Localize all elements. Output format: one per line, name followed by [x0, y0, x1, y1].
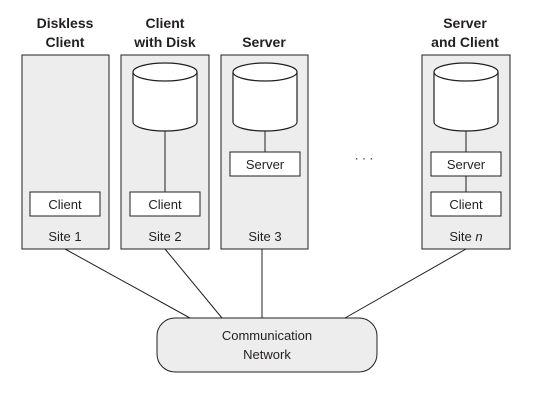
more-sites-ellipsis: · · · — [355, 151, 374, 165]
network-links — [64, 248, 467, 319]
site3-server-label: Server — [246, 157, 285, 172]
network-label-line2: Network — [243, 347, 291, 362]
network-box — [156, 317, 378, 373]
siten-server-label: Server — [447, 157, 486, 172]
siten-title-line1: Server — [443, 15, 487, 31]
siten-client-box — [430, 191, 502, 217]
site1-title-line2: Client — [46, 34, 85, 50]
siten-label-prefix: Site — [449, 229, 475, 244]
database-cylinder-icon — [433, 62, 499, 132]
site-n: Server and Client Server Client Site n — [421, 15, 511, 250]
site-2: Client with Disk Client Site 2 — [120, 15, 210, 250]
link-siten — [344, 248, 467, 319]
communication-network: Communication Network — [156, 317, 378, 373]
site1-label: Site 1 — [48, 229, 81, 244]
site1-client-box — [29, 191, 101, 217]
site3-title-line1: Server — [242, 34, 286, 50]
site3-label: Site 3 — [248, 229, 281, 244]
siten-label: Site n — [449, 229, 482, 244]
siten-title-line2: and Client — [431, 34, 499, 50]
site1-title-line1: Diskless — [37, 15, 94, 31]
site-3: Server Server Site 3 — [220, 34, 309, 250]
siten-client-label: Client — [449, 197, 483, 212]
site-1: Diskless Client Client Site 1 — [21, 15, 110, 250]
database-cylinder-icon — [232, 62, 298, 132]
network-label-line1: Communication — [222, 328, 312, 343]
siten-server-box — [430, 151, 502, 177]
link-site1 — [64, 248, 191, 319]
site3-server-box — [229, 151, 301, 177]
site2-title-line2: with Disk — [133, 34, 196, 50]
database-cylinder-icon — [132, 62, 198, 132]
site2-title-line1: Client — [146, 15, 185, 31]
site2-client-label: Client — [148, 197, 182, 212]
site2-label: Site 2 — [148, 229, 181, 244]
site1-client-label: Client — [48, 197, 82, 212]
link-site2 — [164, 248, 223, 319]
site2-client-box — [129, 191, 201, 217]
site1-panel — [21, 54, 110, 250]
siten-label-n: n — [475, 229, 482, 244]
